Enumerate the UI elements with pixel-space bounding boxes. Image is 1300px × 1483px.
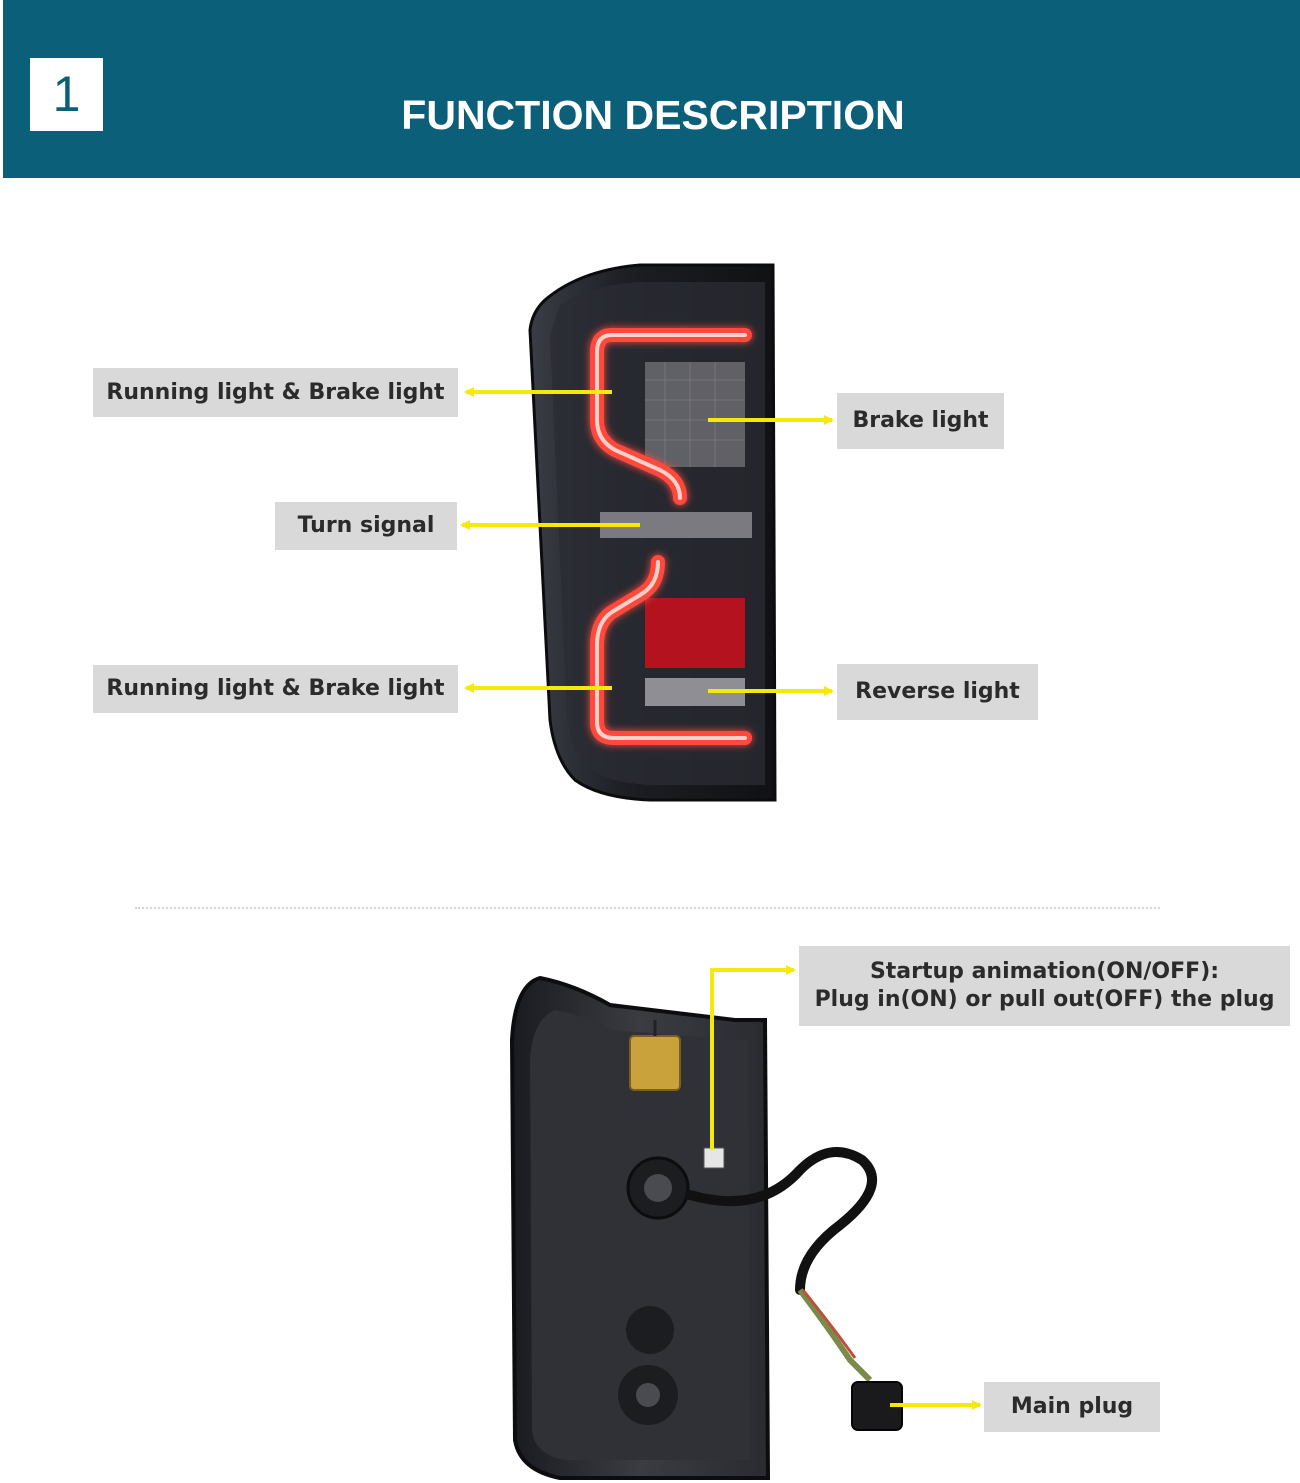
step-number-badge: 1 [30,58,103,131]
section-divider [135,907,1160,909]
header-banner: 1 FUNCTION DESCRIPTION [3,0,1300,178]
back-callout-arrows [710,965,982,1410]
back-taillight [509,975,903,1480]
label-running-brake-bottom: Running light & Brake light [93,665,458,713]
label-reverse-light: Reverse light [837,664,1038,720]
label-brake-light: Brake light [837,393,1004,449]
label-startup-animation: Startup animation(ON/OFF): Plug in(ON) o… [799,946,1290,1026]
startup-line-2: Plug in(ON) or pull out(OFF) the plug [814,987,1275,1012]
startup-line-1: Startup animation(ON/OFF): [869,959,1220,984]
label-main-plug: Main plug [984,1382,1160,1432]
label-running-brake-top: Running light & Brake light [93,368,458,417]
front-taillight [528,263,777,802]
label-turn-signal: Turn signal [275,502,457,550]
front-callout-arrows [460,387,834,696]
page-title: FUNCTION DESCRIPTION [401,92,905,138]
